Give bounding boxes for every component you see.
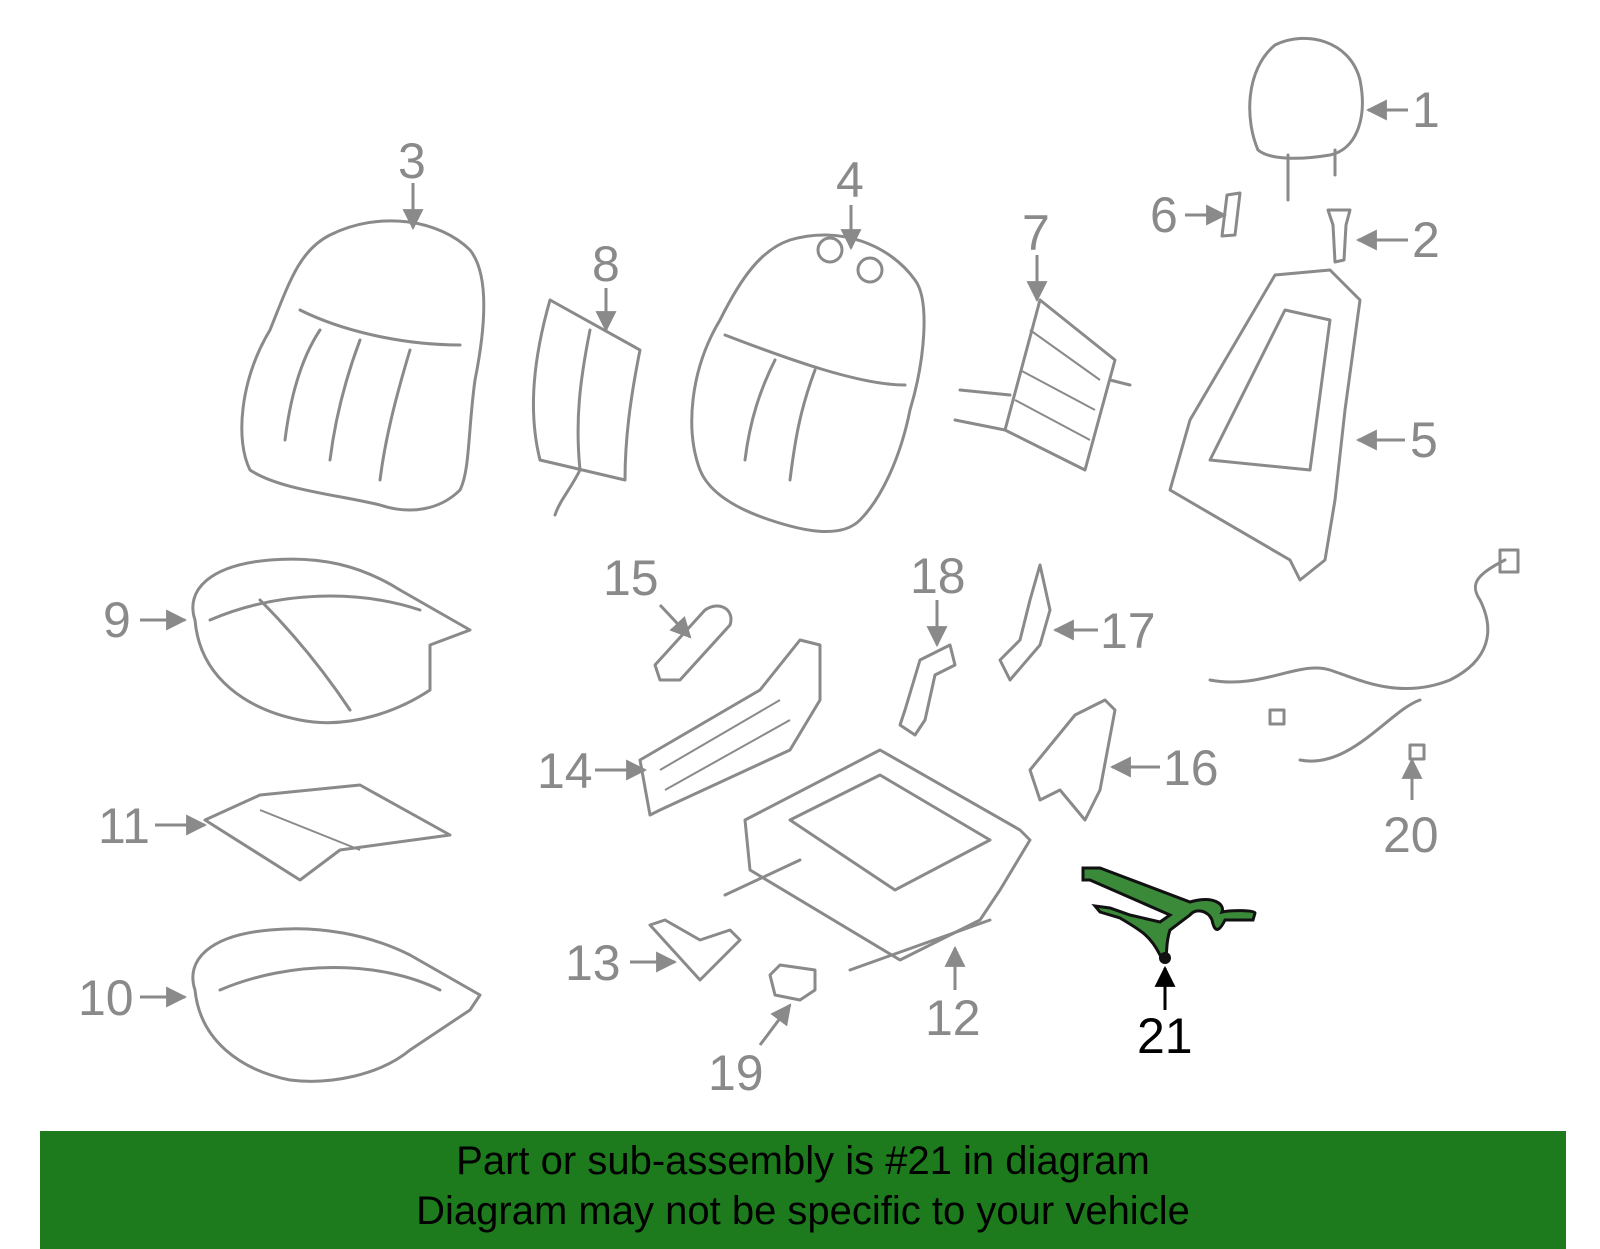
switch-part-19 <box>768 963 817 1002</box>
callout-5: 5 <box>1410 412 1438 468</box>
callout-15: 15 <box>603 550 659 606</box>
headrest-guide-part-2 <box>1326 208 1352 264</box>
seat-adjuster-frame-part-12 <box>723 748 1032 972</box>
headrest-part-1 <box>1248 36 1364 202</box>
seatback-frame-part-5 <box>1168 268 1362 582</box>
callout-13: 13 <box>565 935 621 991</box>
banner-line-2: Diagram may not be specific to your vehi… <box>416 1189 1190 1233</box>
callout-11: 11 <box>98 798 150 854</box>
seat-cushion-cover-part-9 <box>191 557 472 725</box>
callout-10: 10 <box>78 970 134 1026</box>
lumbar-spring-mat-part-7 <box>953 298 1132 472</box>
seat-heater-pad-part-8 <box>531 298 642 517</box>
trim-part-17 <box>998 563 1052 682</box>
banner-line-1: Part or sub-assembly is #21 in diagram <box>456 1139 1150 1183</box>
recliner-handle-part-15 <box>653 604 733 682</box>
callout-2: 2 <box>1412 212 1440 268</box>
callout-7: 7 <box>1022 205 1050 261</box>
seatback-pad-part-4 <box>690 233 926 533</box>
cover-part-18 <box>898 643 957 737</box>
leader-arrows <box>140 99 1423 1046</box>
wiring-harness-part-20 <box>1208 548 1520 763</box>
callout-3: 3 <box>398 133 426 189</box>
callout-18: 18 <box>910 548 966 604</box>
seatback-cover-part-3 <box>240 219 486 512</box>
wiring-harness-part-21 <box>1081 866 1257 964</box>
callout-16: 16 <box>1163 740 1219 796</box>
bracket-part-13 <box>648 918 742 982</box>
callout-20: 20 <box>1383 807 1439 863</box>
callout-19: 19 <box>708 1045 764 1101</box>
callout-6: 6 <box>1150 187 1178 243</box>
callout-8: 8 <box>592 236 620 292</box>
seat-cushion-pad-part-10 <box>191 927 482 1083</box>
inner-shield-part-16 <box>1028 698 1117 822</box>
callout-17: 17 <box>1100 603 1156 659</box>
seat-side-shield-part-14 <box>638 638 822 817</box>
info-banner: Part or sub-assembly is #21 in diagram D… <box>40 1131 1566 1249</box>
callout-labels: 1 2 3 4 5 6 7 8 9 10 11 12 13 14 15 16 1… <box>78 82 1440 1101</box>
callout-9: 9 <box>103 592 131 648</box>
callout-1: 1 <box>1412 82 1440 138</box>
callout-14: 14 <box>537 743 593 799</box>
callout-4: 4 <box>836 152 864 208</box>
callout-21: 21 <box>1137 1008 1193 1064</box>
callout-12: 12 <box>925 990 981 1046</box>
cushion-heater-pad-part-11 <box>203 783 452 882</box>
